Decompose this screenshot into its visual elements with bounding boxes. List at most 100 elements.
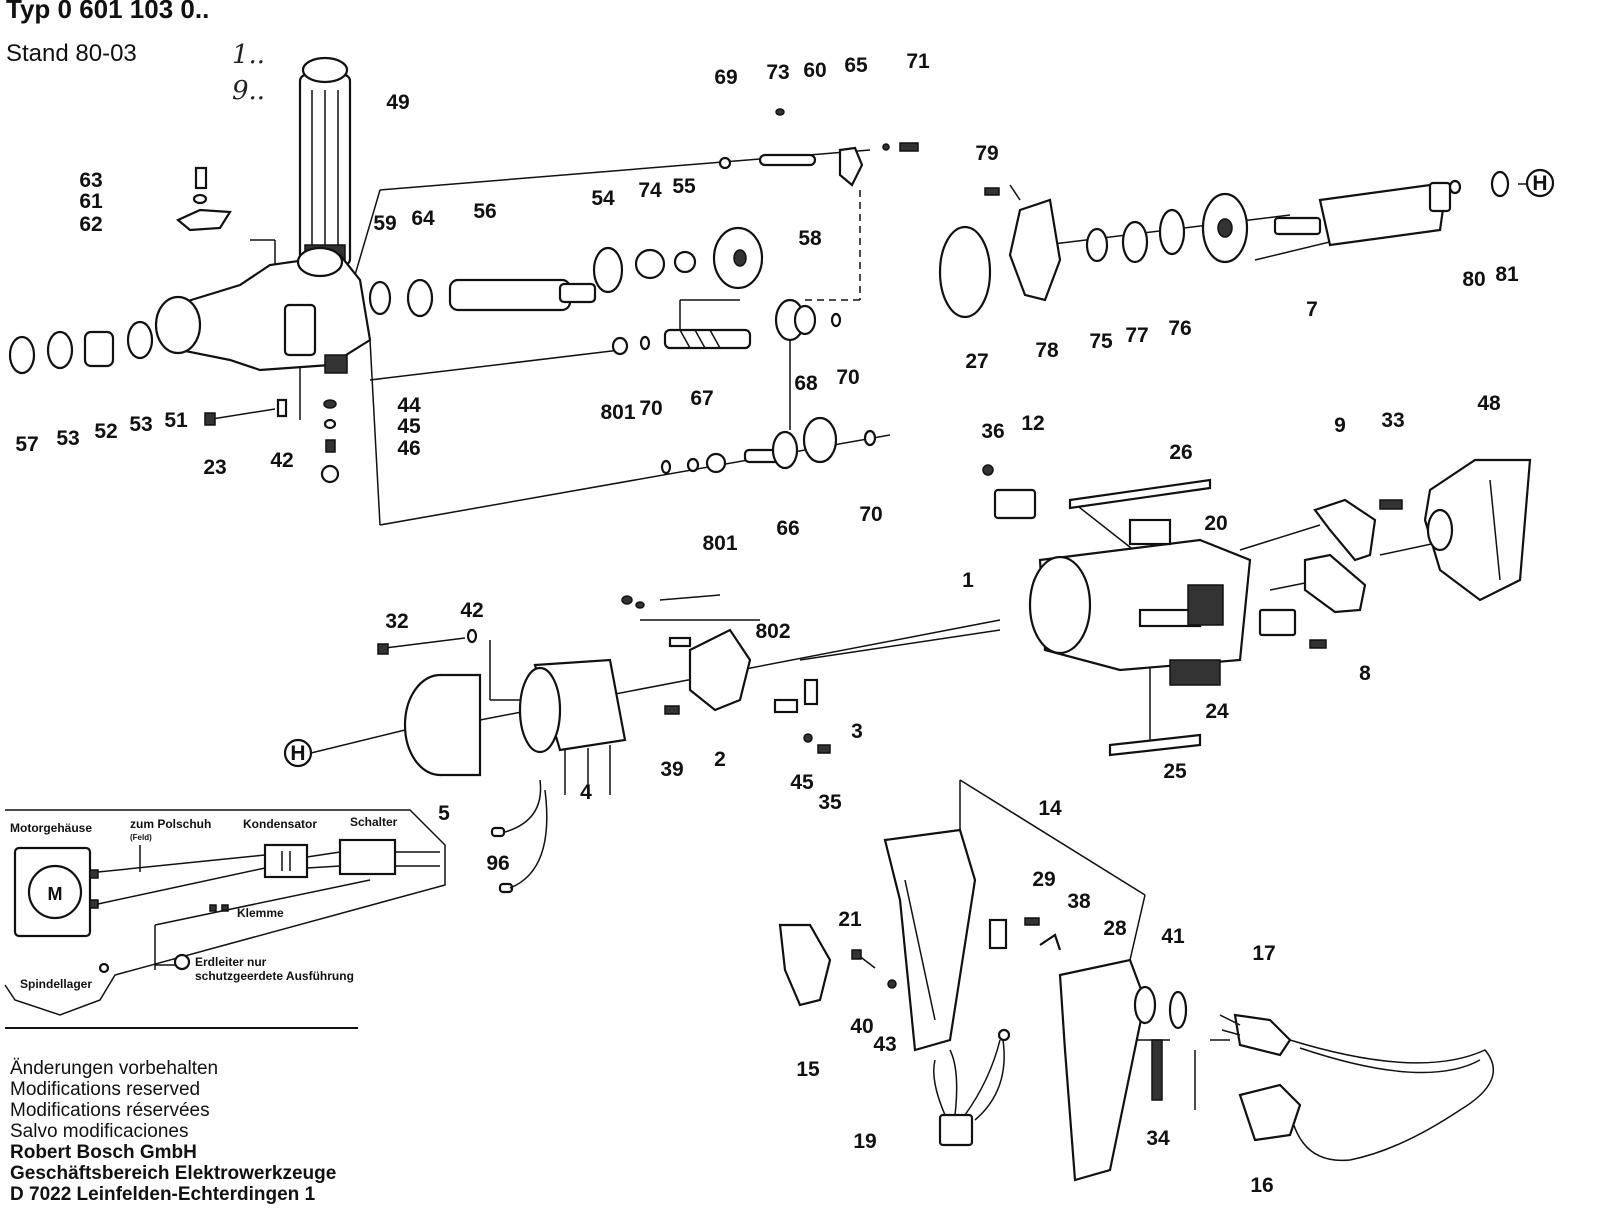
part-label-801-2: 801 bbox=[702, 532, 737, 555]
part-label-9: 9 bbox=[1334, 414, 1346, 437]
part-label-2: 2 bbox=[714, 748, 726, 771]
part-label-48: 48 bbox=[1477, 392, 1501, 415]
part-label-67: 67 bbox=[690, 387, 713, 410]
part-label-8: 8 bbox=[1359, 662, 1371, 685]
part-label-27: 27 bbox=[965, 350, 988, 373]
note-es: Salvo modificaciones bbox=[10, 1121, 189, 1142]
wiring-diagram: M Motorgehäuse zum Polschuh (Feld) bbox=[4, 809, 446, 1029]
part-label-14: 14 bbox=[1038, 797, 1062, 820]
part-label-61: 61 bbox=[79, 190, 103, 213]
part-label-23: 23 bbox=[203, 456, 226, 479]
part-label-34: 34 bbox=[1146, 1127, 1170, 1150]
part-label-12: 12 bbox=[1021, 412, 1044, 435]
variant-note-1: 1.. bbox=[232, 40, 266, 70]
wiring-label-field: (Feld) bbox=[130, 833, 152, 842]
part-label-74: 74 bbox=[638, 179, 662, 202]
part-label-56: 56 bbox=[473, 200, 496, 223]
part-label-43: 43 bbox=[873, 1033, 896, 1056]
connector-marker-upper bbox=[1525, 168, 1555, 198]
part-label-28: 28 bbox=[1103, 917, 1127, 940]
part-label-41: 41 bbox=[1161, 925, 1185, 948]
part-label-26: 26 bbox=[1169, 441, 1192, 464]
part-label-1: 1 bbox=[962, 569, 974, 592]
part-label-44: 44 bbox=[397, 394, 421, 417]
part-label-70-2: 70 bbox=[836, 366, 859, 389]
wiring-label-pole-shoe: zum Polschuh bbox=[130, 817, 211, 831]
part-label-79: 79 bbox=[975, 142, 998, 165]
wiring-label-motor-housing: Motorgehäuse bbox=[10, 821, 92, 835]
connector-marker-upper-label: H bbox=[1532, 172, 1547, 195]
part-label-80: 80 bbox=[1462, 268, 1485, 291]
part-label-57: 57 bbox=[15, 433, 38, 456]
part-label-53-1: 53 bbox=[56, 427, 79, 450]
part-label-45-2: 45 bbox=[790, 771, 814, 794]
part-label-802: 802 bbox=[755, 620, 790, 643]
footer-notes: Änderungen vorbehalten Modifications res… bbox=[10, 1058, 336, 1205]
part-label-55: 55 bbox=[672, 175, 696, 198]
part-label-46: 46 bbox=[397, 437, 420, 460]
part-label-73: 73 bbox=[766, 61, 789, 84]
company-address: D 7022 Leinfelden-Echterdingen 1 bbox=[10, 1184, 316, 1205]
note-fr: Modifications réservées bbox=[10, 1100, 210, 1121]
part-label-5: 5 bbox=[438, 802, 450, 825]
part-label-54: 54 bbox=[591, 187, 615, 210]
part-label-24: 24 bbox=[1205, 700, 1229, 723]
wiring-label-terminal: Klemme bbox=[237, 906, 284, 920]
note-de: Änderungen vorbehalten bbox=[10, 1058, 219, 1079]
part-label-32: 32 bbox=[385, 610, 408, 633]
part-label-20: 20 bbox=[1204, 512, 1227, 535]
wiring-label-spindle-bearing: Spindellager bbox=[20, 977, 92, 991]
part-label-21: 21 bbox=[838, 908, 862, 931]
part-label-70-1: 70 bbox=[639, 397, 662, 420]
part-label-63: 63 bbox=[79, 169, 102, 192]
part-label-58: 58 bbox=[798, 227, 822, 250]
type-number: Typ 0 601 103 0.. bbox=[6, 0, 210, 24]
part-label-49: 49 bbox=[386, 91, 409, 114]
connector-marker-lower-label: H bbox=[290, 742, 305, 765]
part-label-77: 77 bbox=[1125, 324, 1148, 347]
variant-note-2: 9.. bbox=[232, 76, 266, 106]
part-label-45-1: 45 bbox=[397, 415, 421, 438]
part-label-96: 96 bbox=[486, 852, 509, 875]
part-label-36: 36 bbox=[981, 420, 1004, 443]
part-label-801-1: 801 bbox=[600, 401, 635, 424]
part-label-62: 62 bbox=[79, 213, 102, 236]
stand-date: Stand 80-03 bbox=[6, 40, 137, 67]
wiring-label-capacitor: Kondensator bbox=[243, 817, 317, 831]
part-label-60: 60 bbox=[803, 59, 826, 82]
part-label-59: 59 bbox=[373, 212, 396, 235]
company-division: Geschäftsbereich Elektrowerkzeuge bbox=[10, 1163, 337, 1184]
gear-housing-group bbox=[8, 56, 919, 484]
part-label-33: 33 bbox=[1381, 409, 1404, 432]
part-label-17: 17 bbox=[1252, 942, 1275, 965]
part-label-42-1: 42 bbox=[270, 449, 293, 472]
connector-markers: H H bbox=[283, 168, 1555, 768]
part-label-15: 15 bbox=[796, 1058, 820, 1081]
wiring-motor-symbol: M bbox=[48, 884, 63, 904]
part-label-25: 25 bbox=[1163, 760, 1187, 783]
part-label-40: 40 bbox=[850, 1015, 873, 1038]
part-label-35: 35 bbox=[818, 791, 842, 814]
part-label-19: 19 bbox=[853, 1130, 876, 1153]
part-label-75: 75 bbox=[1089, 330, 1113, 353]
part-label-64: 64 bbox=[411, 207, 435, 230]
part-label-3: 3 bbox=[851, 720, 863, 743]
part-label-4: 4 bbox=[580, 781, 592, 804]
part-label-71: 71 bbox=[906, 50, 930, 73]
part-label-7: 7 bbox=[1306, 298, 1318, 321]
part-label-38: 38 bbox=[1067, 890, 1091, 913]
part-label-78: 78 bbox=[1035, 339, 1059, 362]
part-label-69: 69 bbox=[714, 66, 737, 89]
part-label-29: 29 bbox=[1032, 868, 1055, 891]
field-brush-group bbox=[377, 594, 831, 894]
part-label-65: 65 bbox=[844, 54, 868, 77]
armature-group bbox=[938, 170, 1510, 319]
part-label-53-2: 53 bbox=[129, 413, 152, 436]
wiring-label-switch: Schalter bbox=[350, 815, 398, 829]
part-label-42-2: 42 bbox=[460, 599, 483, 622]
wiring-label-earth-note-1: Erdleiter nur bbox=[195, 955, 267, 969]
part-label-52: 52 bbox=[94, 420, 117, 443]
company-name: Robert Bosch GmbH bbox=[10, 1142, 197, 1163]
wiring-label-earth-note-2: schutzgeerdete Ausführung bbox=[195, 969, 354, 983]
